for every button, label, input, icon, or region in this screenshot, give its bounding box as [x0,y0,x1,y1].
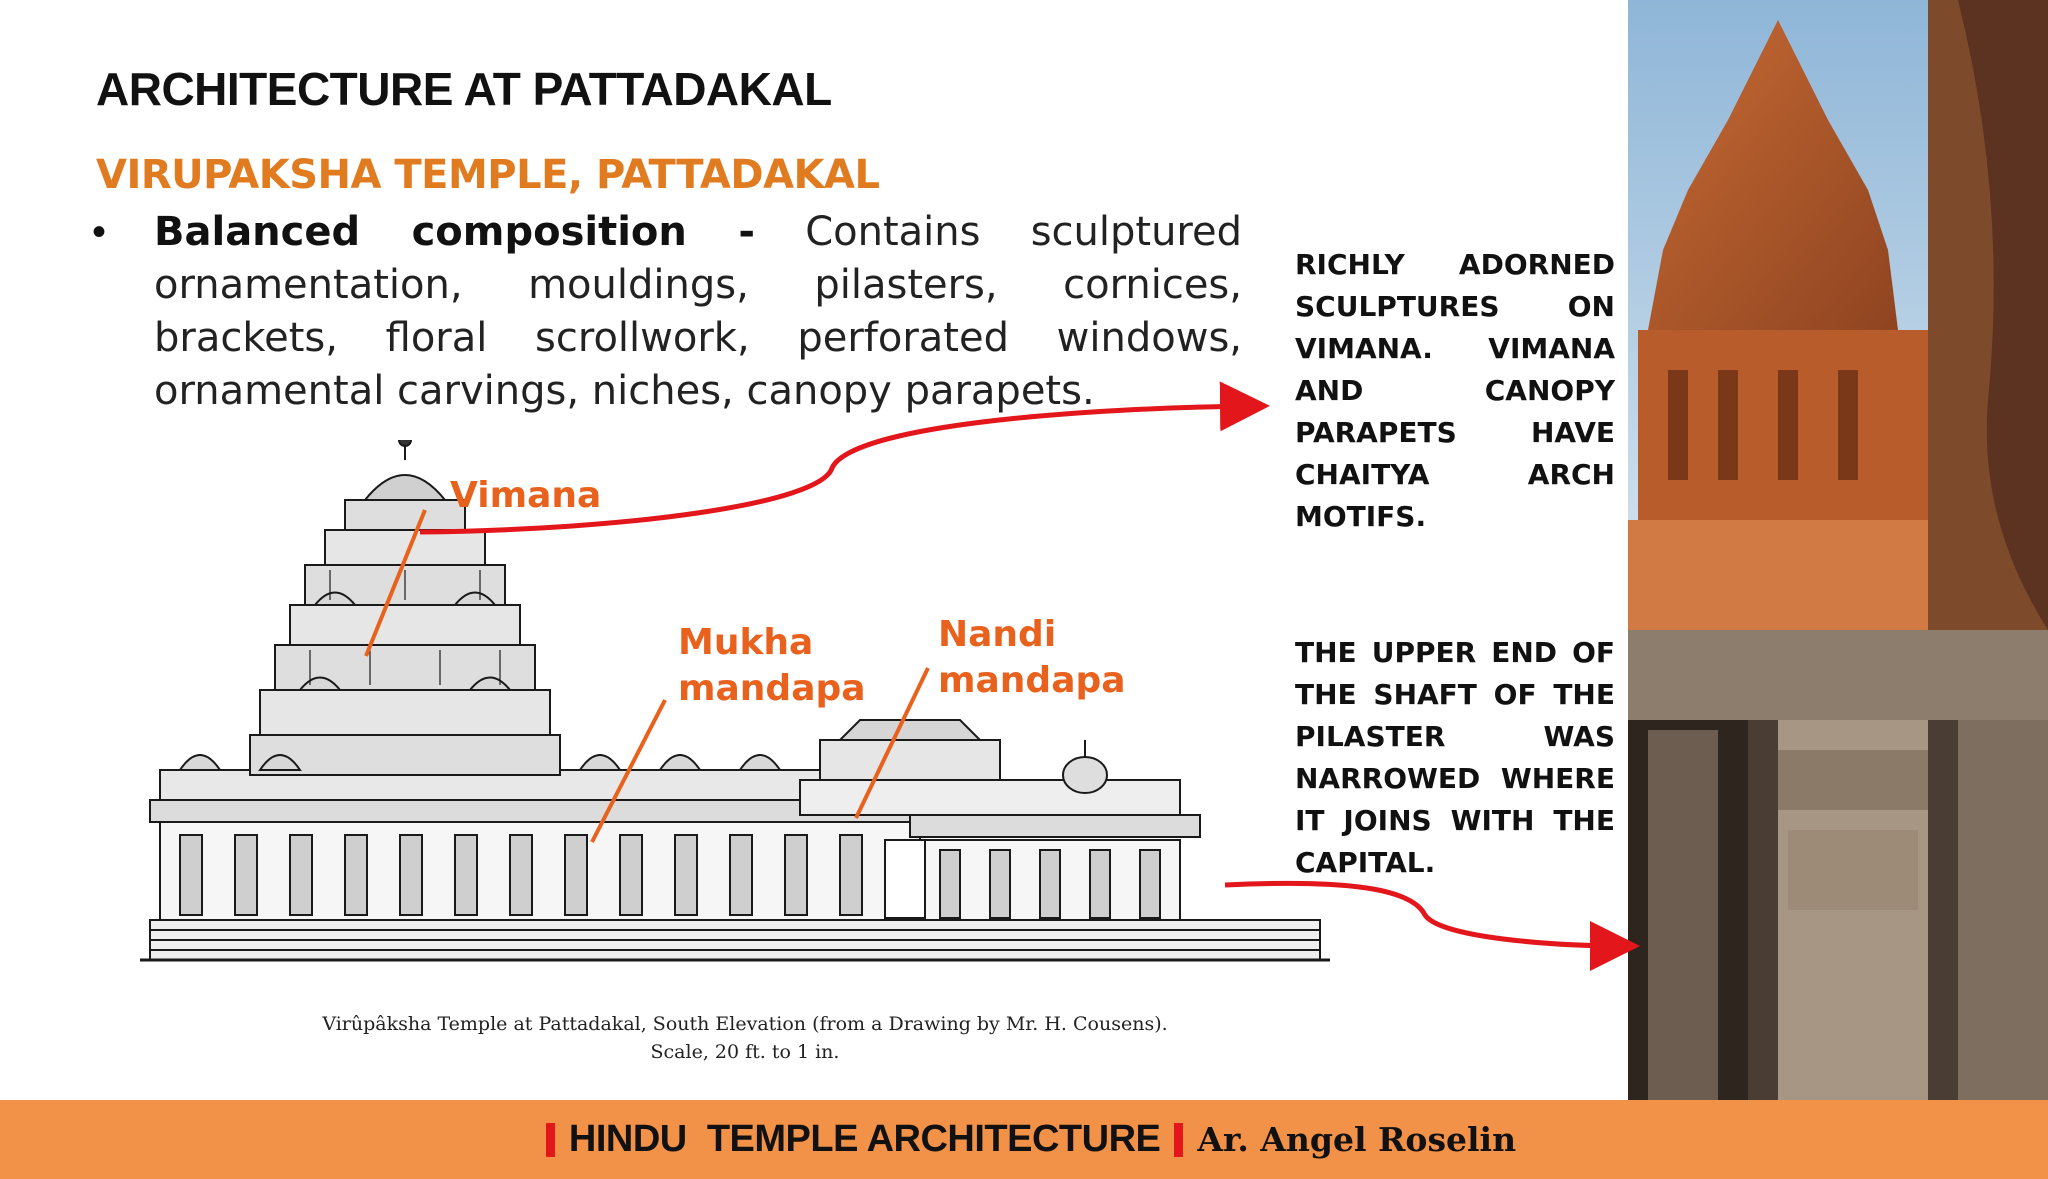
footer-author: Ar. Angel Roselin [1197,1120,1517,1159]
slide-subtitle: VIRUPAKSHA TEMPLE, PATTADAKAL [96,152,880,198]
footer-divider-right [1174,1122,1184,1157]
footer-course-title: HINDU TEMPLE ARCHITECTURE [568,1118,1161,1160]
bullet-lead: Balanced composition - [154,209,755,255]
label-nandi-mandapa: Nandi mandapa [938,612,1126,704]
note-vimana: RICHLY ADORNED SCULPTURES ON VIMANA. VIM… [1295,248,1615,533]
footer-divider-left [545,1122,555,1157]
note-pilaster: THE UPPER END OF THE SHAFT OF THE PILAST… [1295,636,1615,879]
label-vimana: Vimana [450,475,602,516]
bullet-text: Balanced composition - Contains sculptur… [154,206,1242,418]
bullet-marker: • [92,210,107,254]
caption-line-2: Scale, 20 ft. to 1 in. [650,1041,840,1063]
pilaster-photo [1628,630,2048,1100]
footer-bar: HINDU TEMPLE ARCHITECTURE Ar. Angel Rose… [0,1100,2048,1179]
bullet-body: Contains sculptured ornamentation, mould… [154,209,1242,414]
label-nandi-line-2: mandapa [938,660,1126,701]
label-mukha-line-2: mandapa [678,668,866,709]
bullet-point: • Balanced composition - Contains sculpt… [92,206,1242,418]
label-mukha-line-1: Mukha [678,622,814,663]
vimana-photo [1628,0,2048,630]
temple-elevation-drawing [140,440,1330,962]
label-mukha-mandapa: Mukha mandapa [678,620,866,712]
caption-line-1: Virûpâksha Temple at Pattadakal, South E… [322,1013,1168,1035]
slide-title: ARCHITECTURE AT PATTADAKAL [96,63,832,115]
drawing-caption: Virûpâksha Temple at Pattadakal, South E… [150,1010,1340,1066]
label-nandi-line-1: Nandi [938,614,1057,655]
